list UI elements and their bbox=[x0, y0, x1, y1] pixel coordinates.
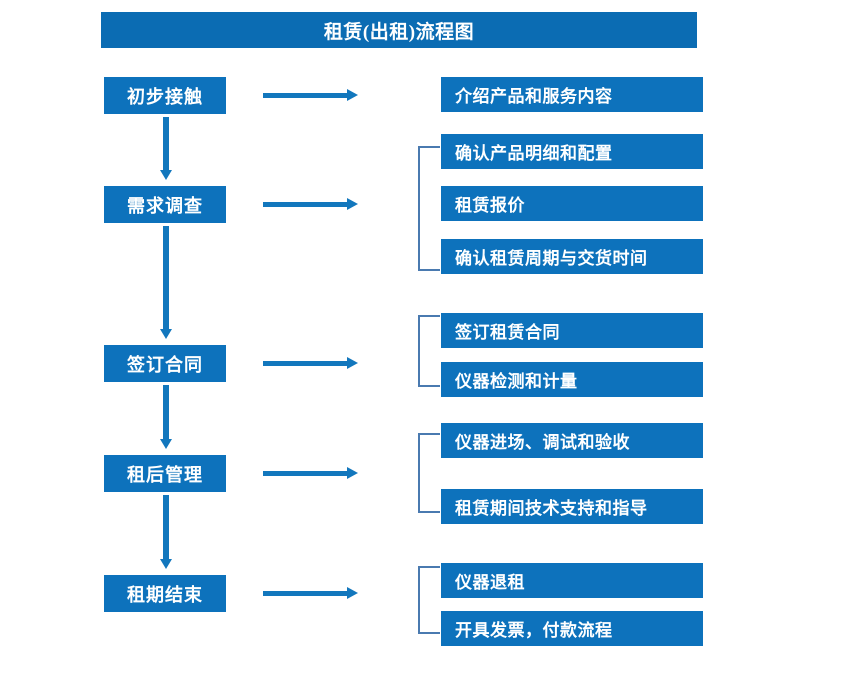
arrow-head-icon bbox=[160, 170, 172, 180]
arrow-head-icon bbox=[160, 439, 172, 449]
arrow-shaft bbox=[263, 202, 348, 207]
detail-box-8[interactable]: 租赁期间技术支持和指导 bbox=[441, 489, 703, 524]
stage-box-3[interactable]: 签订合同 bbox=[104, 345, 226, 382]
arrow-head-icon bbox=[347, 357, 358, 369]
vertical-arrow-2-3 bbox=[160, 226, 172, 339]
arrow-head-icon bbox=[347, 587, 358, 599]
detail-box-7[interactable]: 仪器进场、调试和验收 bbox=[441, 423, 703, 458]
arrow-shaft bbox=[163, 385, 169, 439]
detail-box-9[interactable]: 仪器退租 bbox=[441, 563, 703, 598]
arrow-head-icon bbox=[347, 89, 358, 101]
detail-box-5[interactable]: 签订租赁合同 bbox=[441, 313, 703, 348]
arrow-head-icon bbox=[160, 329, 172, 339]
vertical-arrow-3-4 bbox=[160, 385, 172, 449]
stage-box-2[interactable]: 需求调查 bbox=[104, 186, 226, 223]
arrow-shaft bbox=[163, 495, 169, 559]
detail-box-3[interactable]: 租赁报价 bbox=[441, 186, 703, 221]
arrow-head-icon bbox=[347, 467, 358, 479]
horizontal-arrow-4 bbox=[263, 467, 358, 479]
arrow-shaft bbox=[163, 117, 169, 170]
bracket-group-4 bbox=[418, 433, 440, 513]
bracket-group-5 bbox=[418, 566, 440, 634]
arrow-shaft bbox=[263, 591, 348, 596]
arrow-shaft bbox=[163, 226, 169, 329]
arrow-shaft bbox=[263, 93, 348, 98]
detail-box-6[interactable]: 仪器检测和计量 bbox=[441, 362, 703, 397]
detail-box-10[interactable]: 开具发票，付款流程 bbox=[441, 611, 703, 646]
vertical-arrow-4-5 bbox=[160, 495, 172, 569]
horizontal-arrow-2 bbox=[263, 198, 358, 210]
flowchart-title: 租赁(出租)流程图 bbox=[101, 12, 697, 48]
stage-box-1[interactable]: 初步接触 bbox=[104, 77, 226, 114]
horizontal-arrow-5 bbox=[263, 587, 358, 599]
detail-box-4[interactable]: 确认租赁周期与交货时间 bbox=[441, 239, 703, 274]
detail-box-1[interactable]: 介绍产品和服务内容 bbox=[441, 77, 703, 112]
vertical-arrow-1-2 bbox=[160, 117, 172, 180]
detail-box-2[interactable]: 确认产品明细和配置 bbox=[441, 134, 703, 169]
stage-box-4[interactable]: 租后管理 bbox=[104, 455, 226, 492]
horizontal-arrow-1 bbox=[263, 89, 358, 101]
horizontal-arrow-3 bbox=[263, 357, 358, 369]
arrow-shaft bbox=[263, 361, 348, 366]
arrow-head-icon bbox=[347, 198, 358, 210]
arrow-head-icon bbox=[160, 559, 172, 569]
bracket-group-3 bbox=[418, 315, 440, 387]
stage-box-5[interactable]: 租期结束 bbox=[104, 575, 226, 612]
arrow-shaft bbox=[263, 471, 348, 476]
bracket-group-2 bbox=[418, 146, 440, 271]
